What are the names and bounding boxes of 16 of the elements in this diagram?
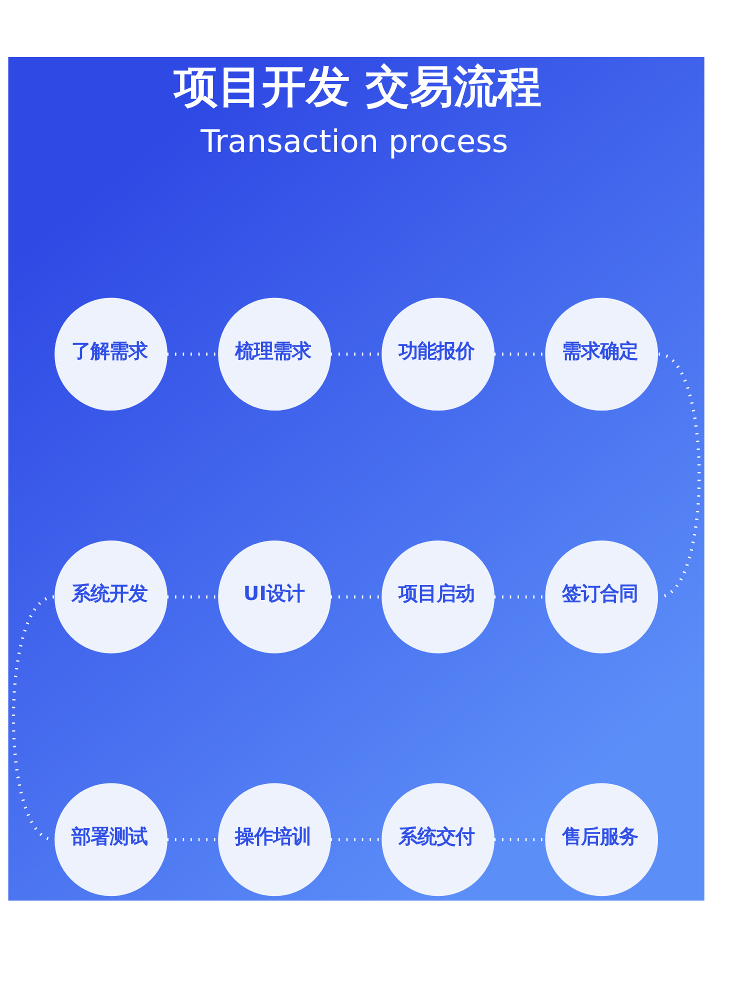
label: Transaction process bbox=[200, 124, 508, 160]
node-circle: 售后服务 bbox=[545, 783, 658, 896]
node-circle: 需求确定 bbox=[545, 298, 658, 411]
diagram-title: 项目开发 交易流程 bbox=[174, 61, 542, 112]
node-circle: 系统交付 bbox=[382, 783, 495, 896]
node-circle: 系统开发 bbox=[54, 540, 168, 654]
node-circle: 部署测试 bbox=[54, 783, 168, 896]
node-circle: 梳理需求 bbox=[218, 298, 331, 411]
connector bbox=[12, 595, 54, 842]
connector bbox=[658, 352, 701, 598]
node-circle: 了解需求 bbox=[54, 298, 168, 411]
node-circle: 功能报价 bbox=[382, 298, 495, 411]
node-circle: 操作培训 bbox=[218, 783, 331, 896]
node-circle: 项目启动 bbox=[382, 540, 495, 654]
node-circle: UI设计 bbox=[218, 540, 331, 654]
node-circle: 签订合同 bbox=[545, 540, 658, 654]
